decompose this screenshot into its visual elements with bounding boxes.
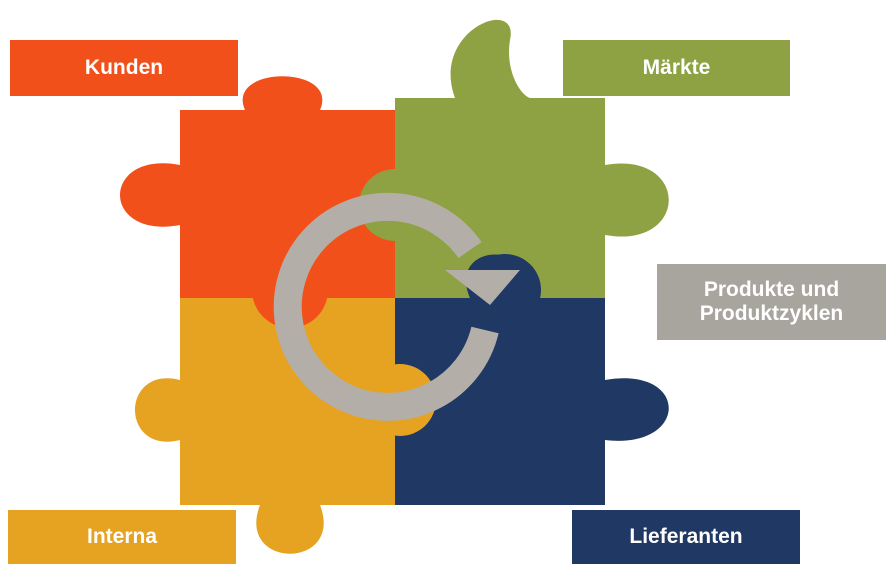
label-produkte: Produkte und Produktzyklen [657,264,886,340]
puzzle-piece-lieferanten [395,254,669,505]
cycle-arrow [273,192,499,421]
puzzle-piece-kunden [120,76,400,300]
label-kunden: Kunden [10,40,238,96]
puzzle-piece-interna [135,298,400,554]
label-lieferanten: Lieferanten [572,510,800,564]
label-maerkte-text: Märkte [642,55,711,79]
label-lieferanten-text: Lieferanten [629,524,743,548]
label-interna-text: Interna [86,524,157,548]
cycle-arrow-head [445,270,520,305]
label-maerkte: Märkte [563,40,790,96]
label-produkte-line2: Produktzyklen [699,302,844,325]
label-interna: Interna [8,510,236,564]
label-produkte-line1: Produkte und [703,277,840,301]
label-kunden-text: Kunden [84,55,164,79]
